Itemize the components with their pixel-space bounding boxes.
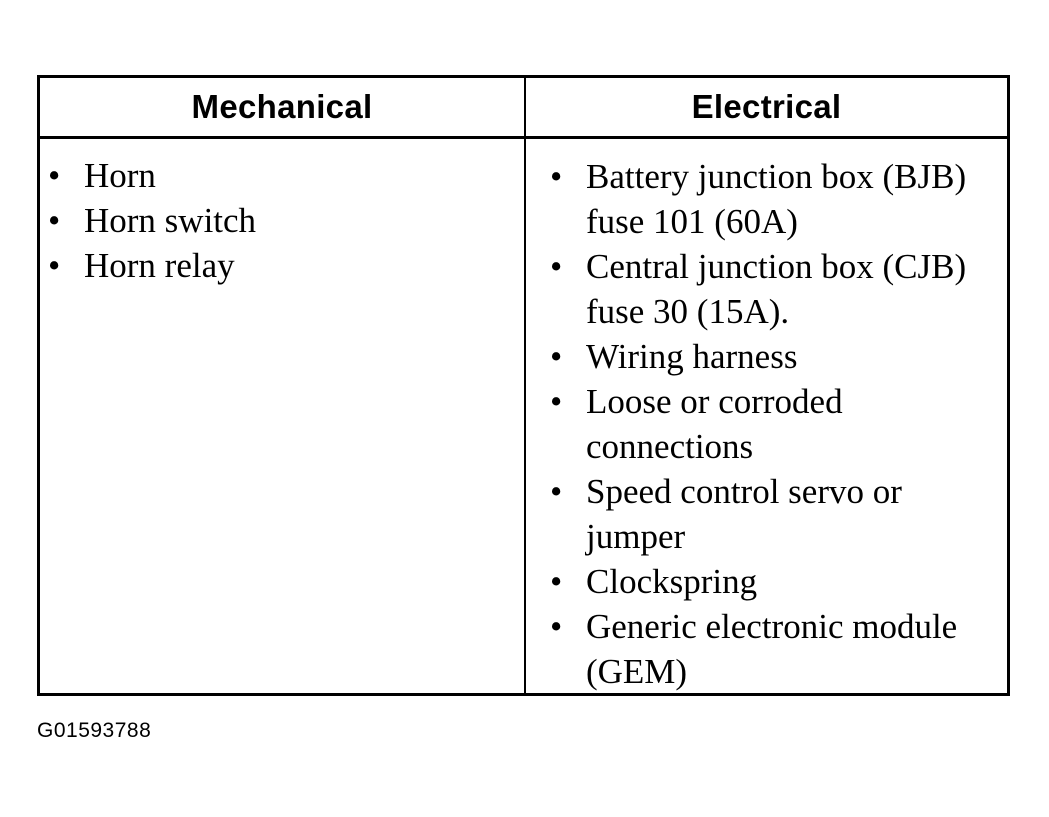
list-item-text: Loose or corroded connections [586, 382, 843, 466]
table-header-row: Mechanical Electrical [40, 78, 1007, 139]
list-item-text: Horn relay [84, 246, 235, 285]
list-item: • Horn relay [48, 243, 518, 288]
bullet-icon: • [550, 157, 563, 196]
bullet-icon: • [550, 607, 563, 646]
list-item: • Horn switch [48, 198, 518, 243]
cause-table: Mechanical Electrical • Horn • Horn switch… [37, 75, 1010, 696]
list-item-text: Wiring harness [586, 337, 798, 376]
bullet-icon: • [48, 201, 61, 240]
bullet-icon: • [550, 562, 563, 601]
bullet-icon: • [550, 382, 563, 421]
mechanical-list: • Horn • Horn switch • Horn relay [48, 153, 518, 288]
list-item: • Loose or corroded connections [550, 379, 1000, 469]
list-item-text: Horn [84, 156, 156, 195]
bullet-icon: • [550, 247, 563, 286]
bullet-icon: • [550, 337, 563, 376]
bullet-icon: • [48, 156, 61, 195]
bullet-icon: • [550, 472, 563, 511]
list-item-text: Horn switch [84, 201, 257, 240]
list-item: • Battery junction box (BJB) fuse 101 (60… [550, 154, 1000, 244]
column-header-electrical: Electrical [691, 88, 842, 125]
list-item: • Clockspring [550, 559, 1000, 604]
bullet-icon: • [48, 246, 61, 285]
list-item: • Speed control servo or jumper [550, 469, 1000, 559]
list-item-text: Speed control servo or jumper [586, 472, 902, 556]
column-divider [524, 78, 526, 693]
list-item-text: Central junction box (CJB) fuse 30 (15A)… [586, 247, 967, 331]
list-item: • Horn [48, 153, 518, 198]
electrical-list: • Battery junction box (BJB) fuse 101 (60… [550, 154, 1000, 694]
list-item-text: Battery junction box (BJB) fuse 101 (60A… [586, 157, 967, 241]
column-header-mechanical: Mechanical [191, 88, 373, 125]
list-item: • Wiring harness [550, 334, 1000, 379]
list-item: • Generic electronic module (GEM) [550, 604, 1000, 694]
list-item: • Central junction box (CJB) fuse 30 (15A… [550, 244, 1000, 334]
list-item-text: Clockspring [586, 562, 758, 601]
list-item-text: Generic electronic module (GEM) [586, 607, 958, 691]
figure-id: G01593788 [37, 719, 152, 742]
